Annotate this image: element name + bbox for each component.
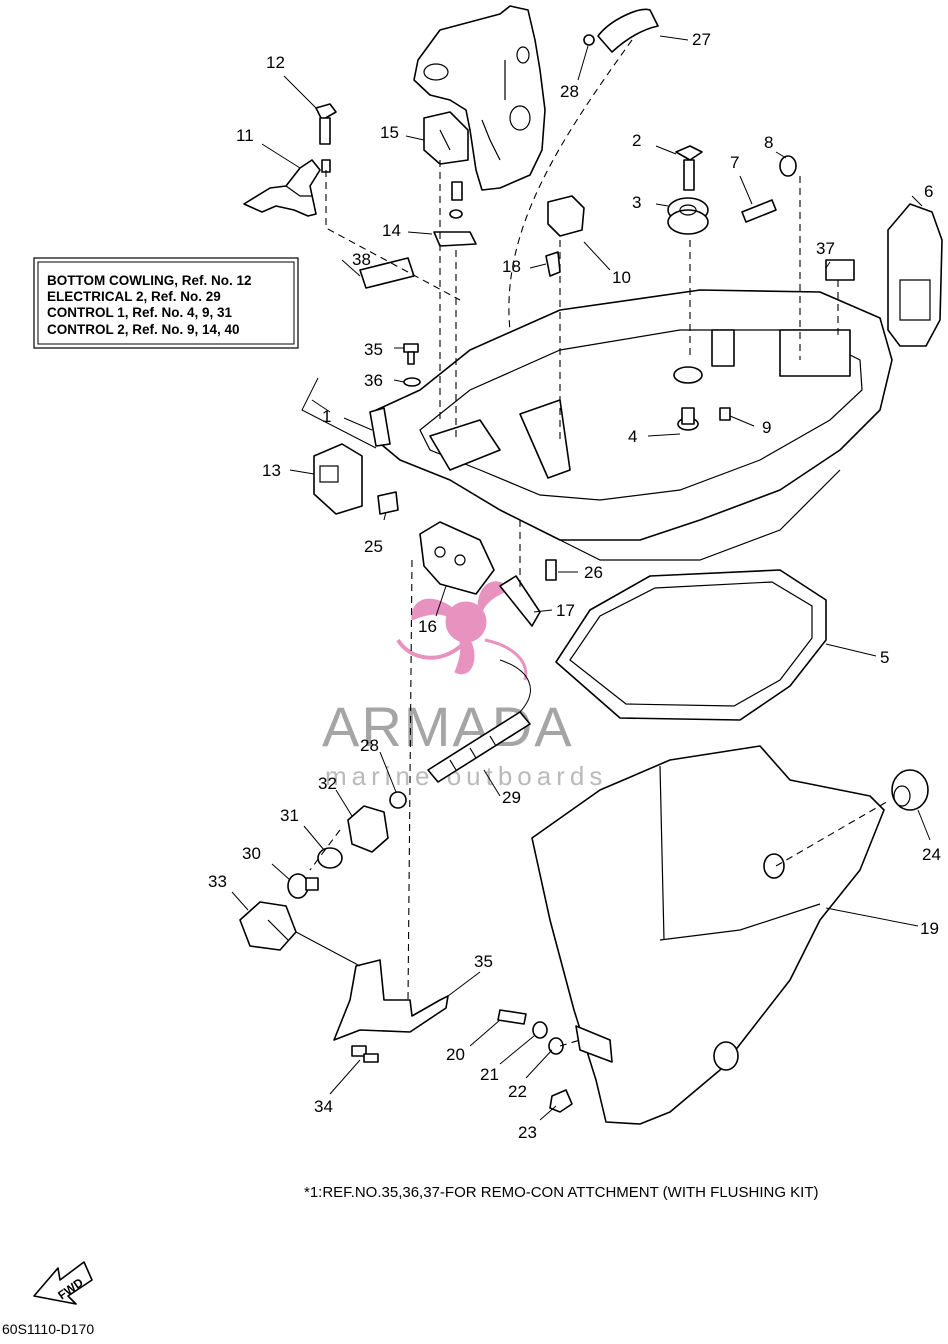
- callout-37[interactable]: 36: [364, 371, 383, 390]
- callout-27[interactable]: 27: [692, 30, 711, 49]
- part-14-bracket: [433, 181, 477, 247]
- part-25-pad: [377, 491, 399, 515]
- part-34-screw: [351, 1045, 379, 1063]
- reference-line-2: ELECTRICAL 2, Ref. No. 29: [47, 289, 221, 304]
- callout-25[interactable]: 25: [364, 537, 383, 556]
- callout-35[interactable]: 35: [474, 952, 493, 971]
- part-28-clip-bottom: [389, 791, 407, 809]
- reference-line-3: CONTROL 1, Ref. No. 4, 9, 31: [47, 305, 233, 320]
- callout-29[interactable]: 29: [502, 788, 521, 807]
- callout-33[interactable]: 33: [208, 872, 227, 891]
- part-36-bolt: [403, 343, 419, 365]
- part-7-bolt: [741, 199, 777, 223]
- part-26-screw: [545, 559, 557, 581]
- callout-2[interactable]: 2: [632, 131, 641, 150]
- callout-22[interactable]: 22: [508, 1082, 527, 1101]
- part-1-bottom-cowling: [369, 289, 893, 561]
- part-33-cap: [239, 901, 297, 951]
- reference-box: BOTTOM COWLING, Ref. No. 12 ELECTRICAL 2…: [33, 257, 299, 349]
- part-39-label: [359, 257, 415, 289]
- callout-36[interactable]: 35: [364, 340, 383, 359]
- propeller-logo-icon: [396, 581, 528, 681]
- callout-numbers: 27 28 12 11 15 14 38 35 36 1 13 25 2 3 7…: [208, 30, 941, 1142]
- part-6-lever: [887, 203, 943, 347]
- part-15-holder: [423, 111, 469, 165]
- part-3-grommet: [667, 197, 709, 235]
- callout-11[interactable]: 11: [236, 126, 254, 145]
- part-21-washer: [532, 1021, 548, 1039]
- callout-32[interactable]: 32: [318, 774, 337, 793]
- part-18-grommet: [545, 251, 561, 277]
- part-17-grommet: [499, 575, 541, 627]
- callout-20[interactable]: 20: [446, 1045, 465, 1064]
- part-2-bolt: [675, 145, 703, 191]
- callout-21[interactable]: 21: [480, 1065, 499, 1084]
- callout-16[interactable]: 16: [418, 617, 437, 636]
- callout-26[interactable]: 26: [584, 563, 603, 582]
- part-12-bolt: [315, 103, 337, 173]
- callout-3[interactable]: 3: [632, 193, 641, 212]
- callout-18[interactable]: 18: [502, 257, 521, 276]
- callout-23[interactable]: 23: [518, 1123, 537, 1142]
- part-29-hose: [427, 659, 531, 783]
- part-30-fitting: [287, 873, 319, 899]
- part-8-washer: [779, 155, 797, 177]
- callout-24[interactable]: 24: [922, 845, 941, 864]
- callout-13[interactable]: 13: [262, 461, 281, 480]
- callout-28-top[interactable]: 28: [560, 82, 579, 101]
- callout-10[interactable]: 10: [612, 268, 631, 287]
- engine-block: [413, 5, 546, 191]
- callout-7[interactable]: 7: [730, 153, 739, 172]
- leader-lines: [231, 35, 931, 1121]
- part-20-bolt: [497, 1009, 527, 1025]
- callout-1[interactable]: 1: [322, 407, 331, 426]
- callout-17[interactable]: 17: [556, 601, 575, 620]
- reference-line-1: BOTTOM COWLING, Ref. No. 12: [47, 273, 252, 288]
- callout-15[interactable]: 15: [380, 123, 399, 142]
- part-31-washer: [317, 847, 343, 869]
- part-38-label: [825, 259, 855, 281]
- callout-9[interactable]: 9: [762, 418, 771, 437]
- part-32-nut: [347, 805, 389, 853]
- part-11-bracket: [243, 159, 321, 217]
- callout-28-bottom[interactable]: 28: [360, 736, 379, 755]
- callout-6[interactable]: 6: [924, 182, 933, 201]
- footnote: *1:REF.NO.35,36,37-FOR REMO-CON ATTCHMEN…: [304, 1184, 819, 1201]
- part-37-washer: [403, 377, 421, 387]
- assembly-lines: [295, 160, 891, 1047]
- watermark-tagline: marine outboards: [325, 761, 607, 791]
- callout-14[interactable]: 14: [382, 221, 401, 240]
- callout-8[interactable]: 8: [764, 133, 773, 152]
- callout-31[interactable]: 31: [280, 806, 299, 825]
- part-35-bracket: [333, 959, 449, 1041]
- callout-38[interactable]: 37: [816, 239, 835, 258]
- part-16-plate: [419, 521, 495, 595]
- part-22-washer: [548, 1037, 564, 1055]
- part-9-screw: [719, 407, 731, 421]
- callout-12[interactable]: 12: [266, 53, 285, 72]
- callout-30[interactable]: 30: [242, 844, 261, 863]
- callout-5[interactable]: 5: [880, 648, 889, 667]
- part-5-seal: [555, 569, 827, 721]
- part-27-hose: [508, 8, 659, 331]
- callout-4[interactable]: 4: [628, 427, 637, 446]
- part-10-plug: [547, 195, 585, 237]
- fwd-arrow: FWD: [33, 1261, 93, 1305]
- part-13-cap: [313, 443, 363, 515]
- part-19-lower-cover: [531, 745, 885, 1125]
- callout-34[interactable]: 34: [314, 1097, 333, 1116]
- callout-39[interactable]: 38: [352, 250, 371, 269]
- drawing-code: 60S1110-D170: [2, 1321, 94, 1337]
- part-24-grommet: [891, 769, 929, 811]
- watermark-brand: ARMADA: [322, 695, 574, 758]
- callout-19[interactable]: 19: [920, 919, 939, 938]
- reference-line-4: CONTROL 2, Ref. No. 9, 14, 40: [47, 322, 240, 337]
- fwd-arrow-icon: [33, 1261, 93, 1305]
- part-28-clip-top: [583, 34, 595, 46]
